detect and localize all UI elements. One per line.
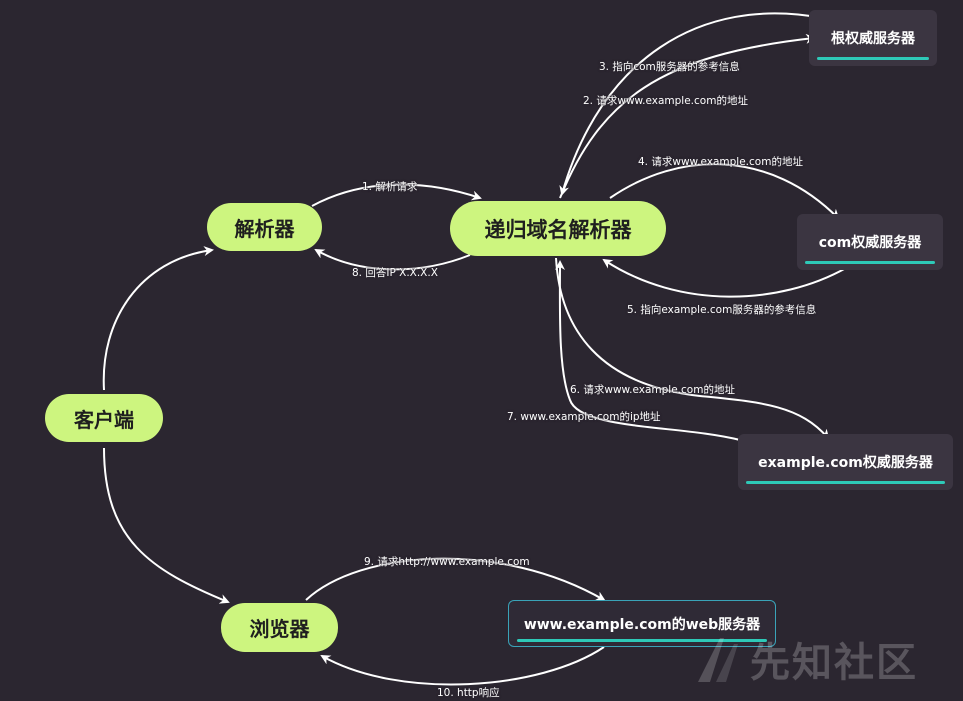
- edge-label-4: 4. 请求www.example.com的地址: [638, 156, 803, 168]
- edge-label-6: 6. 请求www.example.com的地址: [570, 384, 735, 396]
- edge-label-1: 1. 解析请求: [362, 181, 418, 193]
- example-server-underline: [746, 481, 945, 484]
- example-server-node[interactable]: example.com权威服务器: [738, 434, 953, 490]
- edge-label-3: 3. 指向com服务器的参考信息: [599, 61, 740, 73]
- resolver-node[interactable]: 解析器: [207, 203, 322, 251]
- com-server-label: com权威服务器: [818, 235, 922, 251]
- com-server-underline: [805, 261, 935, 264]
- root-server-label: 根权威服务器: [831, 31, 915, 47]
- edge-label-8: 8. 回答IP X.X.X.X: [352, 267, 438, 279]
- edge-7: [554, 260, 741, 441]
- web-server-underline: [517, 639, 767, 642]
- root-server-underline: [817, 57, 929, 60]
- edge-label-10: 10. http响应: [437, 687, 500, 699]
- client-node[interactable]: 客户端: [45, 394, 163, 442]
- edge-client-browser: [103, 447, 230, 604]
- edge-5: [602, 258, 847, 298]
- recursive-resolver-node[interactable]: 递归域名解析器: [450, 201, 666, 256]
- edge-label-9: 9. 请求http://www.example.com: [364, 556, 530, 568]
- edge-9: [305, 557, 606, 601]
- watermark-text: 先知社区: [750, 640, 918, 686]
- edge-client-resolver: [102, 246, 214, 391]
- edge-1: [311, 183, 482, 207]
- web-server-label: www.example.com的web服务器: [523, 616, 761, 633]
- edge-4: [609, 163, 840, 220]
- edge-6: [555, 257, 830, 440]
- watermark: 先知社区: [690, 628, 950, 690]
- example-server-label: example.com权威服务器: [758, 455, 933, 471]
- com-server-node[interactable]: com权威服务器: [797, 214, 943, 270]
- browser-node[interactable]: 浏览器: [221, 603, 338, 652]
- web-server-node[interactable]: www.example.com的web服务器: [508, 600, 776, 647]
- root-server-node[interactable]: 根权威服务器: [809, 10, 937, 66]
- edge-label-2: 2. 请求www.example.com的地址: [583, 95, 748, 107]
- edge-label-5: 5. 指向example.com服务器的参考信息: [627, 304, 817, 316]
- edge-2: [559, 33, 816, 199]
- watermark-logo-icon: [698, 638, 738, 682]
- edge-3: [559, 12, 823, 196]
- edge-10: [320, 646, 605, 686]
- edge-8: [314, 249, 471, 271]
- edge-label-7: 7. www.example.com的ip地址: [507, 411, 661, 423]
